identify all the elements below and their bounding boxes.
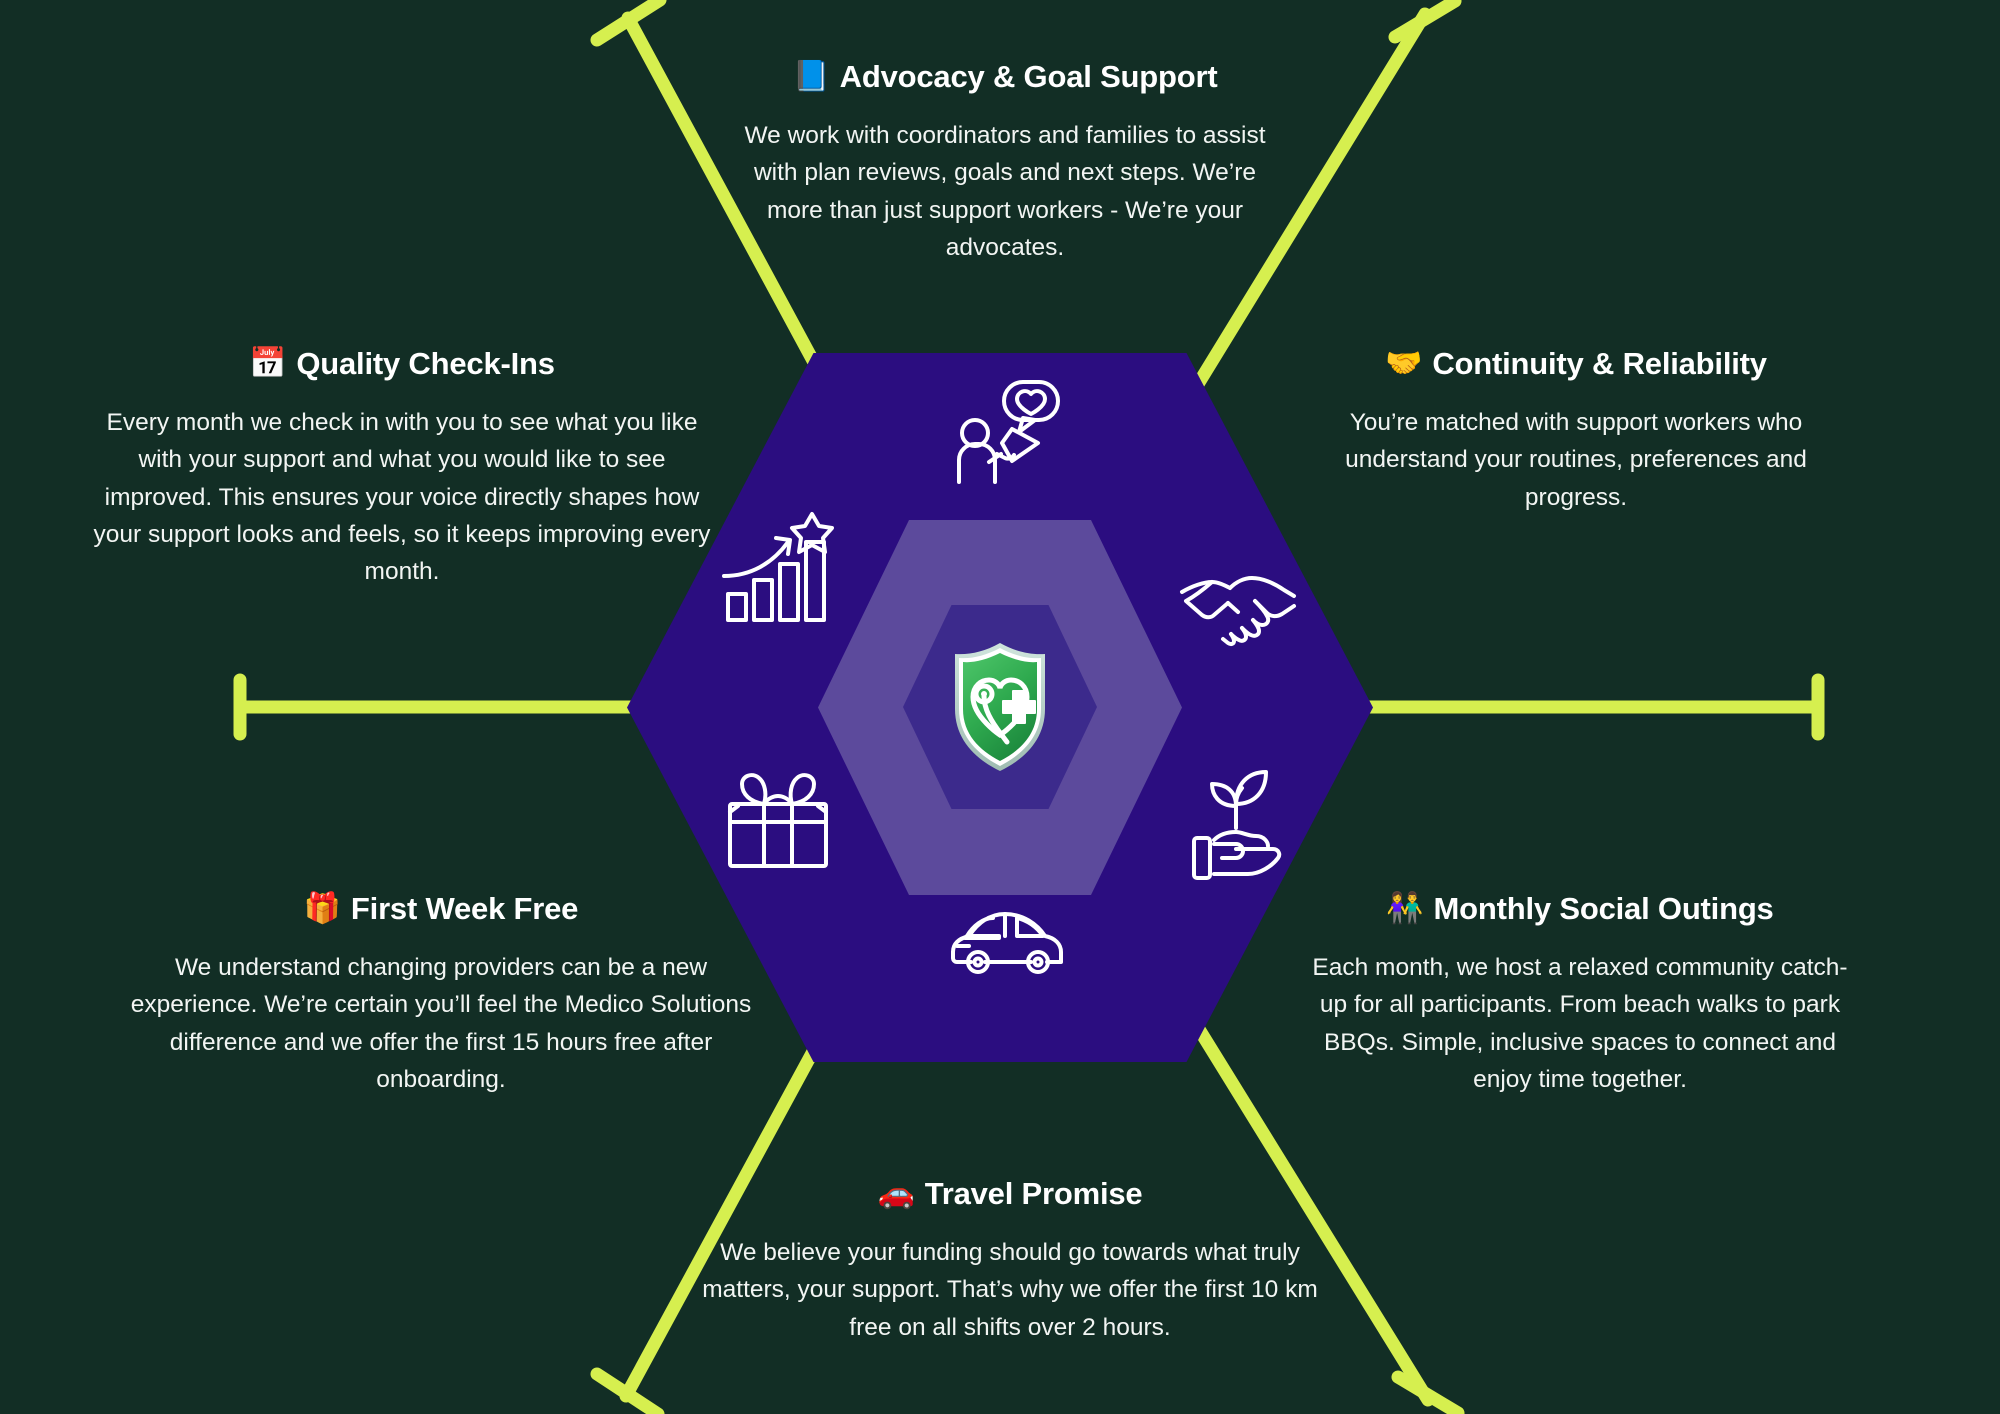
gift-box-icon bbox=[718, 760, 838, 880]
calendar-emoji: 📅 bbox=[249, 346, 287, 380]
section-travel-promise: 🚗 Travel Promise We believe your funding… bbox=[700, 1175, 1320, 1346]
travel-body: We believe your funding should go toward… bbox=[702, 1239, 1318, 1341]
handshake-icon bbox=[1178, 540, 1298, 660]
continuity-body: You’re matched with support workers who … bbox=[1345, 409, 1807, 511]
quality-title: Quality Check-Ins bbox=[296, 346, 555, 381]
section-first-week-free: 🎁 First Week Free We understand changing… bbox=[126, 890, 756, 1098]
person-megaphone-heart-icon bbox=[945, 370, 1065, 490]
travel-title: Travel Promise bbox=[924, 1176, 1143, 1211]
red-car-emoji: 🚗 bbox=[877, 1176, 915, 1210]
travel-heading: 🚗 Travel Promise bbox=[700, 1175, 1320, 1212]
gift-emoji: 🎁 bbox=[303, 891, 341, 925]
continuity-title: Continuity & Reliability bbox=[1432, 346, 1767, 381]
section-monthly-social-outings: 👫 Monthly Social Outings Each month, we … bbox=[1300, 890, 1860, 1098]
firstweek-title: First Week Free bbox=[350, 891, 579, 926]
growth-chart-star-icon bbox=[718, 510, 838, 630]
advocacy-heading: 📘 Advocacy & Goal Support bbox=[740, 58, 1270, 95]
firstweek-body: We understand changing providers can be … bbox=[130, 954, 752, 1093]
blue-book-emoji: 📘 bbox=[792, 59, 830, 93]
quality-body: Every month we check in with you to see … bbox=[93, 409, 711, 586]
car-icon bbox=[945, 880, 1065, 1000]
social-heading: 👫 Monthly Social Outings bbox=[1300, 890, 1860, 927]
people-holding-hands-emoji: 👫 bbox=[1386, 891, 1424, 925]
section-quality-check-ins: 📅 Quality Check-Ins Every month we check… bbox=[92, 345, 712, 590]
hand-holding-plant-icon bbox=[1178, 760, 1298, 880]
advocacy-body: We work with coordinators and families t… bbox=[744, 122, 1266, 261]
medico-solutions-shield-logo bbox=[939, 639, 1061, 775]
quality-heading: 📅 Quality Check-Ins bbox=[92, 345, 712, 382]
handshake-emoji: 🤝 bbox=[1385, 346, 1423, 380]
social-title: Monthly Social Outings bbox=[1433, 891, 1774, 926]
section-continuity: 🤝 Continuity & Reliability You’re matche… bbox=[1296, 345, 1856, 516]
social-body: Each month, we host a relaxed community … bbox=[1312, 954, 1848, 1093]
advocacy-title: Advocacy & Goal Support bbox=[839, 59, 1218, 94]
continuity-heading: 🤝 Continuity & Reliability bbox=[1296, 345, 1856, 382]
firstweek-heading: 🎁 First Week Free bbox=[126, 890, 756, 927]
section-advocacy: 📘 Advocacy & Goal Support We work with c… bbox=[740, 58, 1270, 266]
